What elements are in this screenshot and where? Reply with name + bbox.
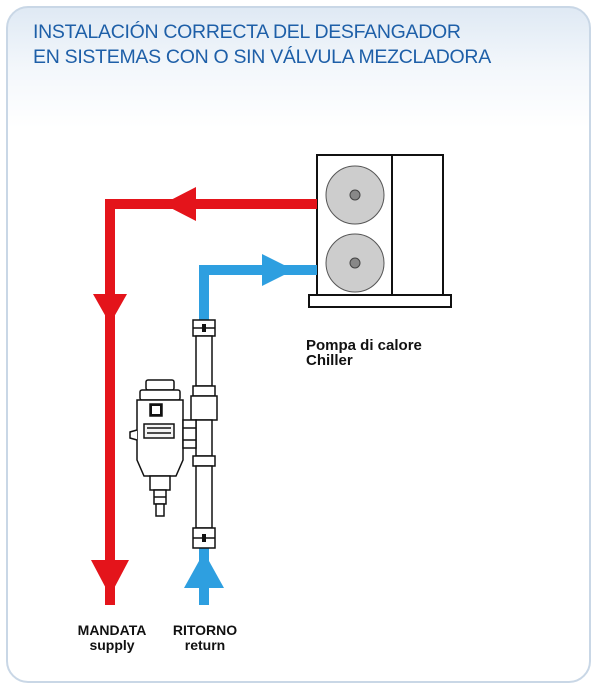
supply-label-line-2: supply xyxy=(89,637,135,653)
dirt-separator xyxy=(129,379,197,517)
title-line-2: EN SISTEMAS CON O SIN VÁLVULA MEZCLADORA xyxy=(33,46,491,68)
fan-bottom-icon xyxy=(325,233,385,293)
heat-pump-label-line-2: Chiller xyxy=(306,352,353,369)
return-label-line-2: return xyxy=(184,637,226,653)
supply-arrow-bottom-icon xyxy=(91,560,129,596)
return-label: RITORNO return xyxy=(162,623,248,653)
diagram-title: INSTALACIÓN CORRECTA DEL DESFANGADOR EN … xyxy=(33,20,491,70)
separator-logo-icon xyxy=(150,404,162,416)
heat-pump-unit xyxy=(308,154,452,308)
heat-pump-label-line-1: Pompa di calore xyxy=(306,337,422,354)
pipe-fitting-marks xyxy=(202,324,206,542)
title-line-1: INSTALACIÓN CORRECTA DEL DESFANGADOR xyxy=(33,21,461,43)
return-label-line-1: RITORNO xyxy=(172,622,238,638)
supply-label: MANDATA supply xyxy=(69,623,155,653)
fan-top-icon xyxy=(325,165,385,225)
return-arrow-right-icon xyxy=(262,254,294,286)
return-pipe xyxy=(184,254,317,605)
supply-pipe xyxy=(91,187,317,605)
return-pipe-section xyxy=(190,319,218,549)
heat-pump-label: Pompa di calore Chiller xyxy=(306,338,422,368)
supply-arrow-left-icon xyxy=(163,187,196,221)
return-arrow-up-icon xyxy=(184,552,224,588)
supply-label-line-1: MANDATA xyxy=(77,622,147,638)
supply-arrow-down-icon xyxy=(93,294,127,324)
